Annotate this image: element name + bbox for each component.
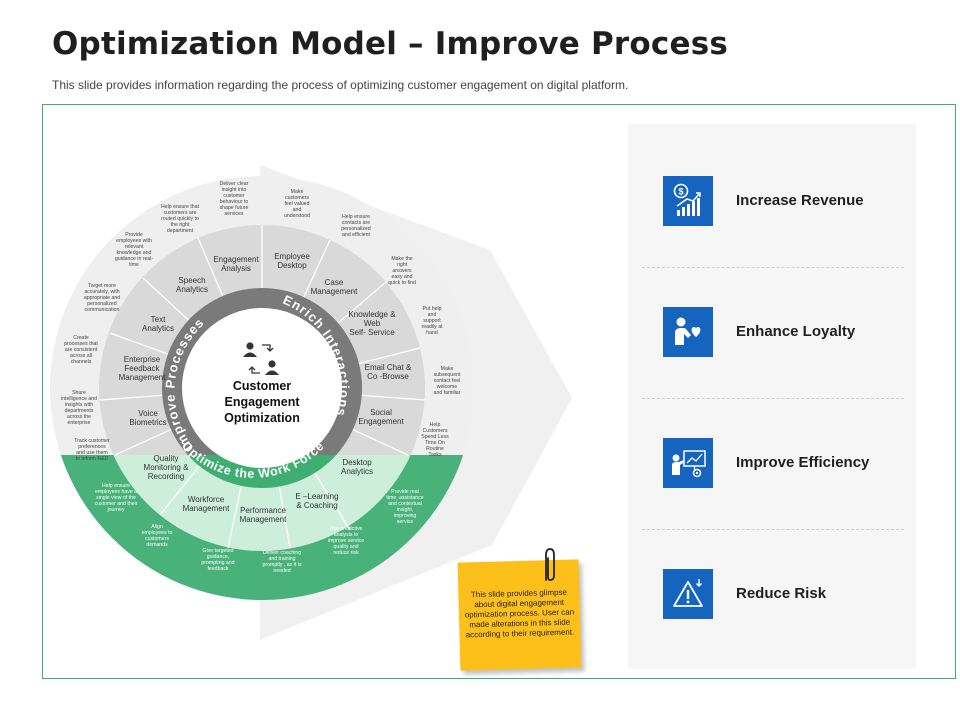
revenue-chart-icon: $ [663,176,713,226]
efficiency-presentation-icon [663,438,713,488]
benefit-divider [642,398,904,399]
content-frame [42,104,956,679]
segment-email-chat: Email Chat &Co -Browse [365,363,412,381]
svg-text:$: $ [678,187,683,197]
segment-ring-green [113,455,411,551]
svg-text:Optimization: Optimization [224,411,300,425]
svg-text:Engagement: Engagement [224,395,300,409]
center-circle [182,308,342,468]
benefit-label: Reduce Risk [736,585,827,602]
segment-elearning: E –Learning& Coaching [295,492,338,510]
risk-warning-icon [663,569,713,619]
sticky-note-text: This slide provides glimpse about digita… [464,587,575,640]
benefit-improve-efficiency: Improve Efficiency [663,438,923,488]
center-label: Customer Engagement Optimization [224,379,300,425]
page-subtitle: This slide provides information regardin… [52,78,629,92]
paperclip-icon [545,548,555,581]
sticky-note: This slide provides glimpse about digita… [457,559,582,671]
benefit-label: Improve Efficiency [736,454,870,471]
page-title: Optimization Model – Improve Process [52,26,729,62]
benefit-divider [642,529,904,530]
benefit-label: Increase Revenue [736,192,864,209]
benefit-divider [642,267,904,268]
people-exchange-icon [243,342,279,375]
benefit-label: Enhance Loyalty [736,323,856,340]
benefit-reduce-risk: Reduce Risk [663,569,923,619]
benefit-increase-revenue: $ Increase Revenue [663,176,923,226]
inner-ring-green [187,455,337,488]
loyalty-heart-icon [663,307,713,357]
svg-text:Customer: Customer [233,379,291,393]
benefit-enhance-loyalty: Enhance Loyalty [663,307,923,357]
